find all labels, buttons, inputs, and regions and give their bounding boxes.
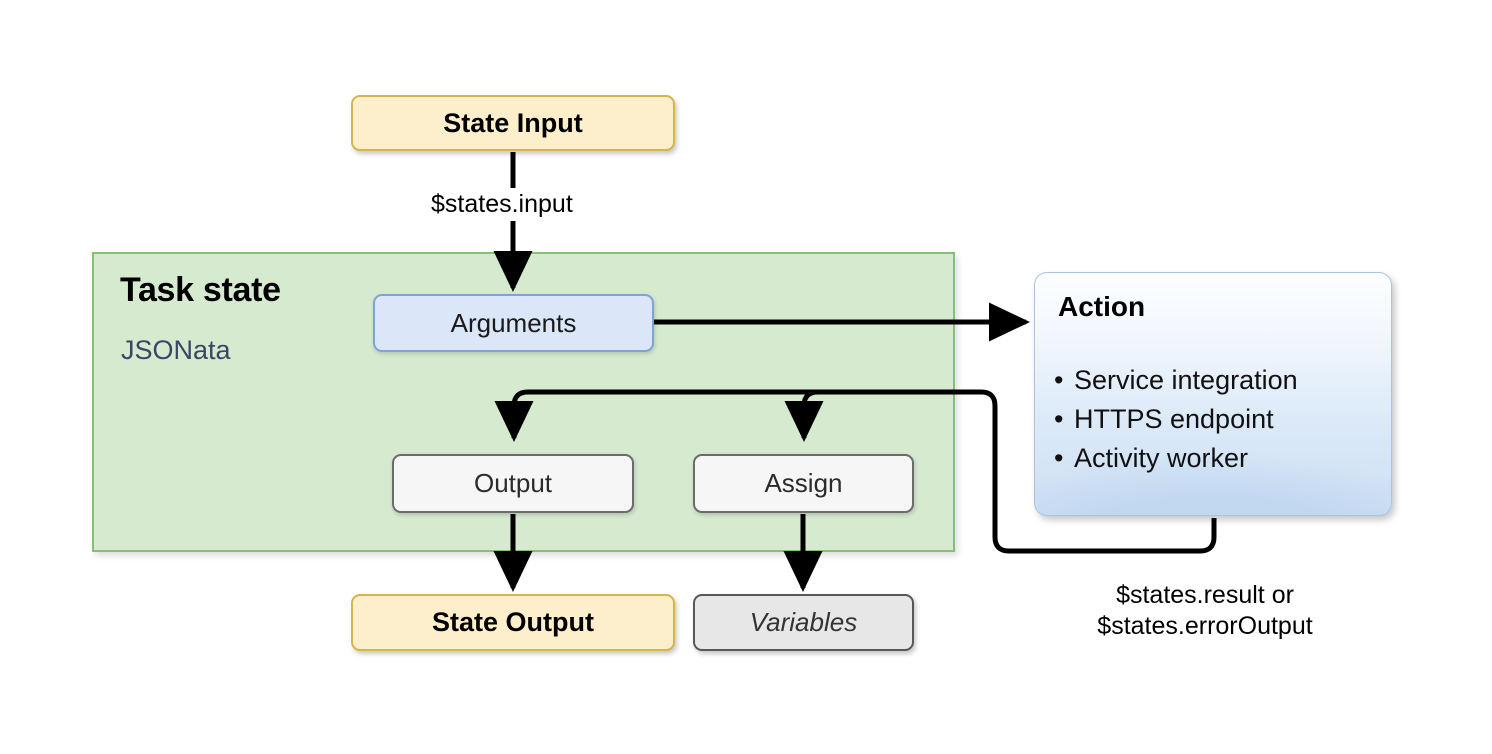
bullet-icon: • <box>1054 404 1064 434</box>
action-panel[interactable]: Action • Service integration • HTTPS endpo… <box>1034 272 1392 516</box>
action-item-label: Activity worker <box>1074 443 1249 473</box>
bullet-icon: • <box>1054 365 1064 395</box>
node-arguments[interactable]: Arguments <box>373 294 654 352</box>
state-output-label: State Output <box>432 607 594 637</box>
action-item-label: HTTPS endpoint <box>1074 404 1274 434</box>
edge-label-states-result-line2: $states.errorOutput <box>1097 612 1313 640</box>
node-assign[interactable]: Assign <box>693 454 914 513</box>
arguments-label: Arguments <box>450 307 577 338</box>
action-item-list: • Service integration • HTTPS endpoint • Ac… <box>1054 361 1298 478</box>
edge-label-states-result-line1: $states.result or <box>1116 581 1294 609</box>
action-item-label: Service integration <box>1074 365 1298 395</box>
action-title: Action <box>1058 291 1146 322</box>
node-output[interactable]: Output <box>392 454 634 513</box>
variables-label: Variables <box>749 607 858 637</box>
action-list-item: • Activity worker <box>1054 439 1298 478</box>
edge-label-states-result: $states.result or $states.errorOutput <box>1080 580 1330 642</box>
assign-label: Assign <box>764 468 843 498</box>
task-state-title: Task state <box>120 271 281 309</box>
output-label: Output <box>473 468 553 498</box>
state-input-label: State Input <box>443 107 583 138</box>
node-state-input[interactable]: State Input <box>351 95 675 151</box>
action-list-item: • Service integration <box>1054 361 1298 400</box>
node-variables[interactable]: Variables <box>693 594 914 651</box>
action-list-item: • HTTPS endpoint <box>1054 400 1298 439</box>
task-state-subtitle: JSONata <box>121 335 231 365</box>
edge-label-states-input: $states.input <box>425 188 579 221</box>
node-state-output[interactable]: State Output <box>351 594 675 651</box>
bullet-icon: • <box>1054 443 1064 473</box>
